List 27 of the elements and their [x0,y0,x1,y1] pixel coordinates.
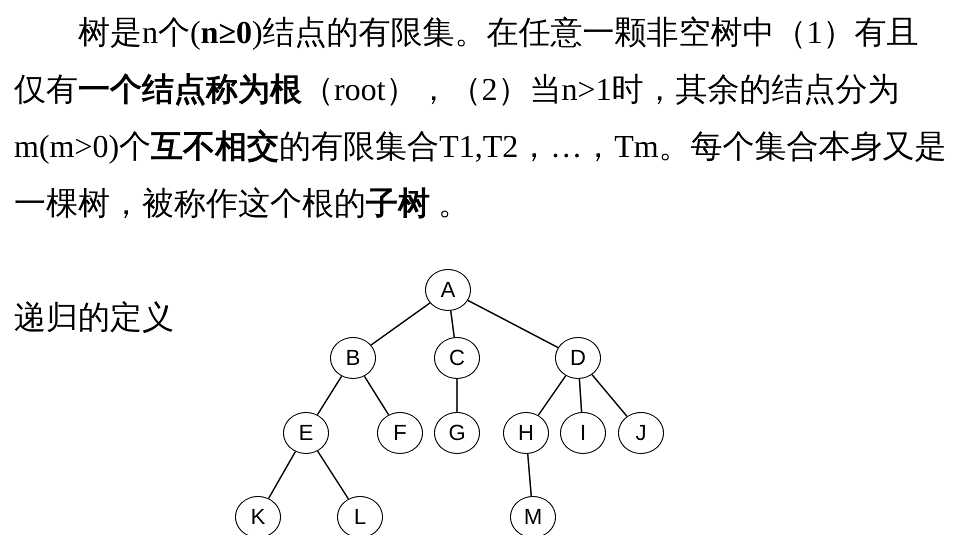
tree-edge [468,300,558,348]
tree-node-circle: M [510,496,556,535]
tree-node-circle: B [330,337,376,379]
tree-node-circle: I [560,412,606,454]
tree-node-circle: C [434,337,480,379]
tree-edge [317,450,349,500]
tree-node-circle: D [555,337,601,379]
tree-edge [527,454,532,496]
tree-node-circle: G [434,412,480,454]
heading-text: 递归的定义 [14,298,174,337]
tree-node-circle: H [503,412,549,454]
tree-edge [268,451,296,499]
tree-edge [370,302,430,346]
tree-edge [364,376,390,416]
tree-node-circle: F [377,412,423,454]
tree-edge [578,378,582,412]
tree-edge [591,374,628,417]
tree-node-circle: J [618,412,664,454]
tree-node-circle: A [425,269,471,311]
tree-node-circle: L [337,496,383,535]
tree-node-circle: E [283,412,329,454]
tree-node-circle: K [235,496,281,535]
tree-edge [456,379,458,412]
definition-paragraph: 树是n个(n≥0)结点的有限集。在任意一颗非空树中（1）有且仅有一个结点称为根（root），（2）当n>1时，其余的结点分为m(m>0)个互不相交的有限集合T1,T2，…，Tm。每个集合本身又是一棵树，被称作这个根的子树 。 [14,13,948,223]
tree-edge [450,310,455,338]
tree-edge [316,376,342,416]
tree-edge [538,375,566,416]
